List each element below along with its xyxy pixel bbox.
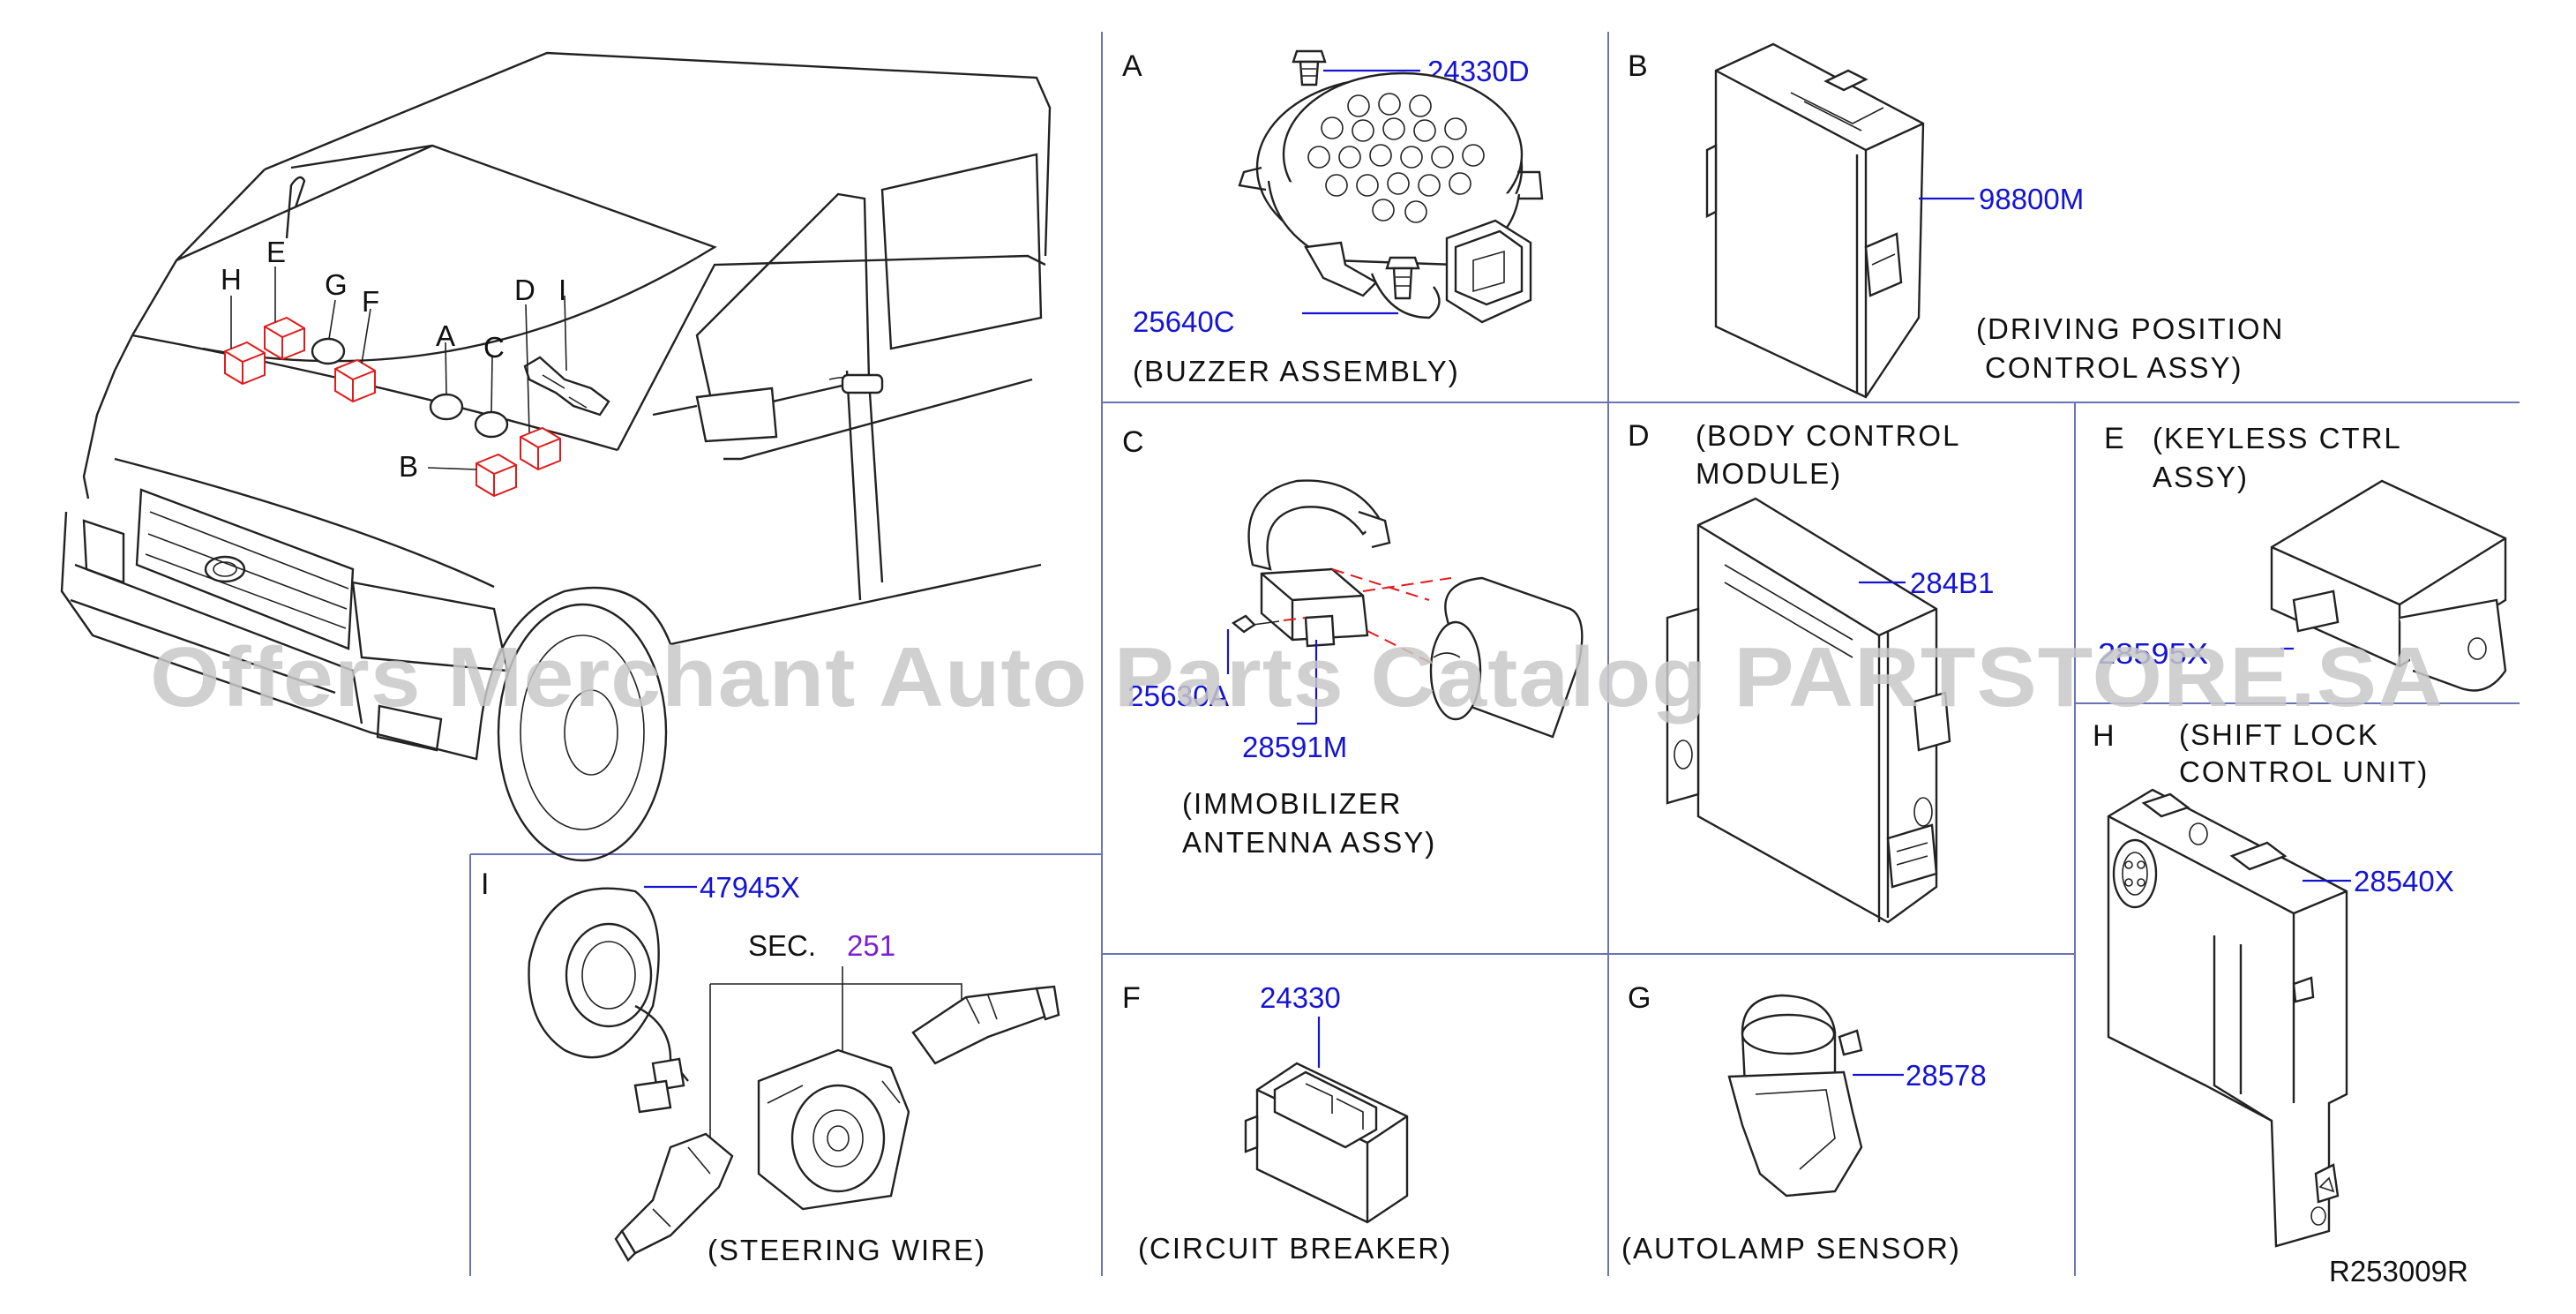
callout-box-D: [520, 426, 561, 471]
section-desc-D-1: (BODY CONTROL: [1696, 419, 1960, 452]
panel-shift-lock-control: H (SHIFT LOCK CONTROL UNIT) 28540X: [2093, 718, 2454, 1248]
part-number-25640C: 25640C: [1133, 305, 1235, 338]
part-number-24330: 24330: [1260, 981, 1341, 1014]
panel-circuit-breaker: F 24330 (CIRCUIT BREAKER): [1122, 981, 1452, 1265]
panel-driving-position-control: B 98800M (DRIVING POSITION CONTROL ASSY): [1628, 42, 2284, 399]
section-letter-A: A: [1122, 49, 1142, 83]
part-number-284B1: 284B1: [1910, 567, 1994, 599]
vehicle-callout-C: C: [483, 331, 505, 364]
panel-steering-wire: I 47945X SEC. 251 (STEERING WIRE): [481, 867, 1060, 1266]
panel-keyless-control: E (KEYLESS CTRL ASSY) 28595X: [2098, 422, 2507, 692]
vehicle-callout-D: D: [514, 274, 535, 306]
vehicle-callout-I: I: [558, 274, 566, 306]
panel-immobilizer-antenna: C 25630A 28591M (IMMOBILIZER ANTENNA ASS…: [1122, 425, 1584, 859]
sec-label: SEC.: [748, 929, 816, 962]
part-number-98800M: 98800M: [1979, 183, 2084, 215]
section-desc-F-1: (CIRCUIT BREAKER): [1138, 1232, 1452, 1265]
section-letter-H: H: [2093, 719, 2115, 753]
panel-buzzer-assembly: A 24330D 25640C (BUZZER: [1122, 49, 1544, 387]
watermark-text: Offers Merchant Auto Parts Catalog PARTS…: [150, 630, 2444, 725]
part-number-28591M: 28591M: [1242, 731, 1347, 763]
vehicle-callout-B: B: [399, 450, 418, 483]
section-desc-H-1: (SHIFT LOCK: [2179, 718, 2379, 751]
section-desc-B-2: CONTROL ASSY): [1985, 351, 2243, 384]
section-desc-G-1: (AUTOLAMP SENSOR): [1621, 1232, 1961, 1265]
section-desc-E-1: (KEYLESS CTRL: [2153, 422, 2402, 454]
callout-box-F: [334, 358, 376, 403]
callout-box-B: [476, 453, 517, 498]
section-desc-A-1: (BUZZER ASSEMBLY): [1133, 355, 1460, 387]
section-letter-F: F: [1122, 981, 1141, 1015]
panel-grid: [469, 32, 2520, 1276]
part-number-28578: 28578: [1906, 1059, 1987, 1092]
vehicle-callout-A: A: [436, 319, 455, 352]
section-desc-C-1: (IMMOBILIZER: [1182, 787, 1403, 820]
vehicle-callout-H: H: [221, 263, 242, 296]
section-desc-C-2: ANTENNA ASSY): [1182, 826, 1436, 859]
section-desc-I-1: (STEERING WIRE): [708, 1234, 986, 1266]
section-letter-I: I: [481, 867, 489, 901]
part-number-28595X-partial: 28595X: [2098, 637, 2208, 670]
vehicle-callout-G: G: [325, 268, 348, 301]
vehicle-illustration: H E G F A C D I B: [60, 51, 1052, 862]
section-letter-C: C: [1122, 425, 1144, 459]
section-desc-D-2: MODULE): [1696, 457, 1842, 490]
part-number-47945X: 47945X: [700, 871, 800, 904]
section-letter-D: D: [1628, 419, 1650, 453]
part-number-25630A-partial: 25630A: [1127, 680, 1229, 712]
callout-circle-G: [311, 337, 346, 365]
section-desc-E-2: ASSY): [2153, 461, 2249, 493]
section-desc-B-1: (DRIVING POSITION: [1976, 312, 2284, 345]
callout-box-E: [264, 316, 305, 361]
part-number-28540X: 28540X: [2354, 865, 2454, 897]
callout-circle-A: [429, 393, 464, 421]
section-desc-H-2: CONTROL UNIT): [2179, 755, 2429, 788]
callout-circle-C: [474, 410, 509, 439]
callout-box-H: [224, 341, 266, 386]
sec-number-251: 251: [847, 929, 895, 962]
section-letter-B: B: [1628, 49, 1648, 83]
panel-body-control-module: D (BODY CONTROL MODULE) 284B1: [1628, 419, 1994, 924]
vehicle-callout-E: E: [266, 236, 286, 268]
section-letter-E: E: [2104, 422, 2124, 455]
vehicle-callout-F: F: [362, 285, 379, 318]
diagram-reference: R253009R: [2329, 1255, 2468, 1288]
section-letter-G: G: [1628, 981, 1651, 1015]
panel-autolamp-sensor: G 28578 (AUTOLAMP SENSOR): [1621, 981, 1987, 1265]
buzzer-grille: [1307, 93, 1485, 223]
